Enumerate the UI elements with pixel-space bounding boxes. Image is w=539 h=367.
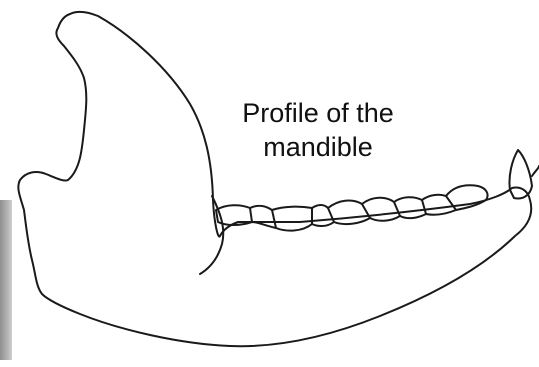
caption-line-2: mandible xyxy=(218,130,418,164)
incisor-tip xyxy=(532,166,539,176)
mandible-outline xyxy=(18,12,531,346)
canine-tooth xyxy=(509,150,532,199)
diagram-caption: Profile of the mandible xyxy=(218,96,418,164)
caption-line-1: Profile of the xyxy=(218,96,418,130)
